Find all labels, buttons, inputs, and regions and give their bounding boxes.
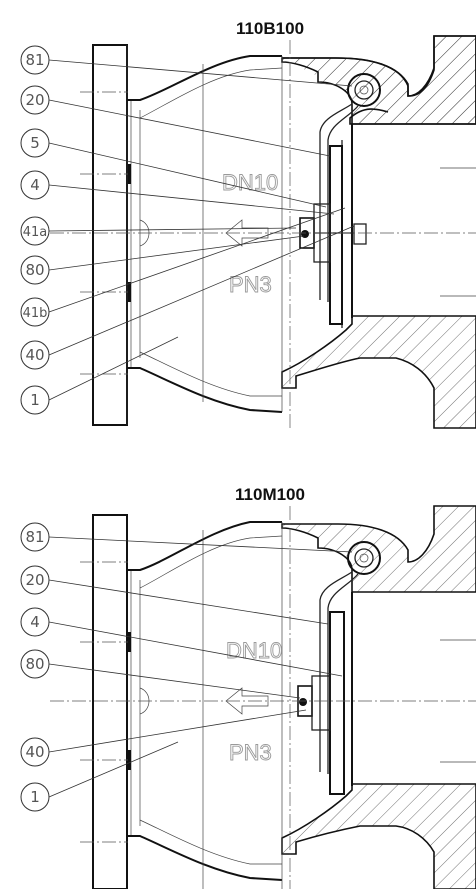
svg-text:1: 1 bbox=[30, 788, 40, 806]
view-title: 110B100 bbox=[236, 19, 304, 38]
svg-text:40: 40 bbox=[25, 346, 44, 364]
balloon-20: 20 bbox=[20, 85, 50, 115]
leader-lines bbox=[48, 59, 355, 401]
balloon-41b: 41b bbox=[20, 297, 50, 327]
svg-text:4: 4 bbox=[30, 613, 40, 631]
balloon-1: 1 bbox=[20, 782, 50, 812]
watermark-dn: DN10 bbox=[222, 170, 278, 195]
view-110B100: 110B100 bbox=[20, 19, 476, 430]
view-title: 110M100 bbox=[235, 485, 305, 504]
svg-text:5: 5 bbox=[30, 134, 40, 152]
balloon-4: 4 bbox=[20, 607, 50, 637]
svg-text:20: 20 bbox=[25, 91, 44, 109]
view-110M100: 110M100 bbox=[20, 485, 476, 889]
balloon-20: 20 bbox=[20, 565, 50, 595]
balloon-80: 80 bbox=[20, 649, 50, 679]
balloon-5: 5 bbox=[20, 128, 50, 158]
svg-text:81: 81 bbox=[25, 528, 44, 546]
balloon-81: 81 bbox=[20, 45, 50, 75]
svg-text:41b: 41b bbox=[23, 306, 48, 321]
balloon-80: 80 bbox=[20, 255, 50, 285]
svg-text:81: 81 bbox=[25, 51, 44, 69]
watermark-dn: DN10 bbox=[226, 638, 282, 663]
svg-text:80: 80 bbox=[25, 655, 44, 673]
balloon-1: 1 bbox=[20, 385, 50, 415]
flange bbox=[92, 44, 128, 426]
svg-text:1: 1 bbox=[30, 391, 40, 409]
svg-text:80: 80 bbox=[25, 261, 44, 279]
valve-body bbox=[127, 55, 283, 413]
watermark-pn: PN3 bbox=[229, 740, 272, 765]
hinge-pin bbox=[347, 73, 381, 107]
balloon-41a: 41a bbox=[20, 216, 50, 246]
svg-text:20: 20 bbox=[25, 571, 44, 589]
balloon-40: 40 bbox=[20, 340, 50, 370]
svg-text:40: 40 bbox=[25, 743, 44, 761]
svg-text:4: 4 bbox=[30, 176, 40, 194]
svg-text:41a: 41a bbox=[23, 225, 48, 240]
balloon-40: 40 bbox=[20, 737, 50, 767]
balloon-4: 4 bbox=[20, 170, 50, 200]
balloon-81: 81 bbox=[20, 522, 50, 552]
